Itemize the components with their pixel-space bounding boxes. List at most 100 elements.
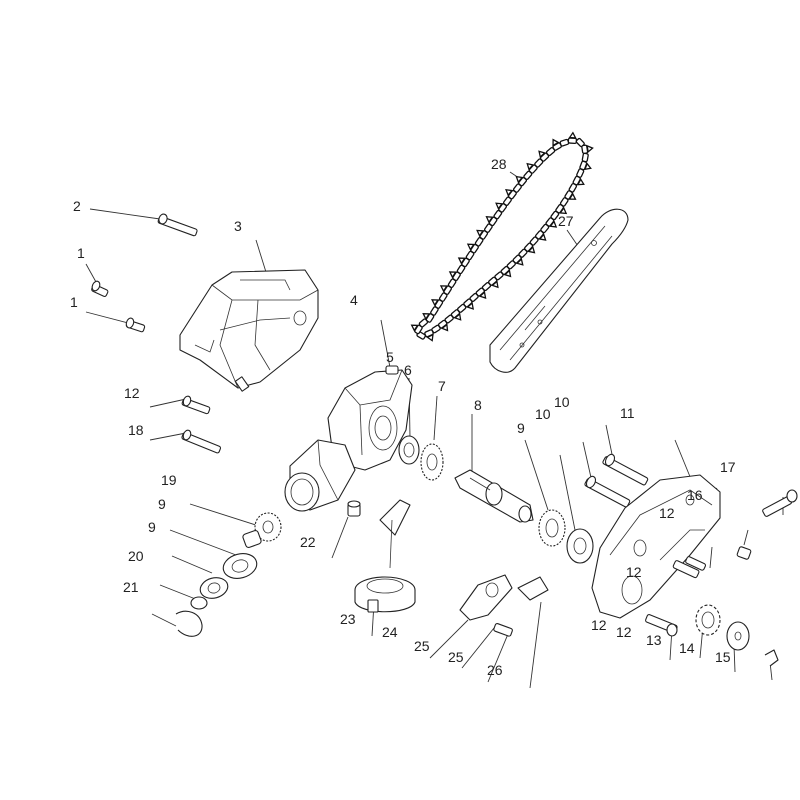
chain-cutter-tooth: [491, 280, 499, 289]
callout-28: 28: [491, 156, 507, 172]
bearing-9-left: [222, 553, 258, 579]
callout-13: 13: [646, 632, 662, 648]
motor-housing: [179, 269, 319, 392]
chain-cutter-tooth: [410, 324, 419, 332]
chain-link: [567, 137, 578, 145]
bearing-6: [398, 435, 420, 465]
screw-12: [181, 395, 211, 415]
chain-cutter-tooth: [527, 245, 536, 254]
chain-cutter-tooth: [478, 291, 487, 299]
callout-12b: 12: [659, 505, 675, 521]
oil-pipe: [379, 499, 411, 569]
callout-22: 22: [300, 534, 316, 550]
bolt-right-12: [672, 556, 707, 579]
callout-12e: 12: [616, 624, 632, 640]
chain-cutter-tooth: [505, 189, 514, 197]
callout-2: 2: [73, 198, 81, 214]
side-cover: [591, 474, 721, 619]
chain-cutter-tooth: [426, 333, 434, 342]
chain-cutter-tooth: [495, 202, 504, 210]
chain-cutter-tooth: [515, 257, 524, 266]
washer-21: [190, 596, 208, 610]
screw-1b: [125, 317, 146, 333]
bearing-20: [199, 577, 229, 599]
chain-cutter-tooth: [466, 243, 475, 251]
screw-11a: [602, 453, 649, 486]
callout-24: 24: [382, 624, 398, 640]
nut-16: [736, 546, 752, 560]
clutch-14: [695, 604, 721, 636]
chain-cutter-tooth: [576, 177, 585, 186]
callout-9c: 9: [148, 519, 156, 535]
screw-18: [181, 429, 222, 454]
chain-cutter-tooth: [515, 175, 524, 184]
callout-23: 23: [340, 611, 356, 627]
chain-cutter-tooth: [538, 233, 547, 241]
chain-cutter-tooth: [559, 206, 568, 215]
washer-15: [726, 621, 750, 651]
bolt-17: [762, 489, 798, 517]
callout-labels: 1 1 2 3 4 5 6 7 8 9 9 9 10 10 11 12 12 1…: [70, 156, 736, 678]
callout-21: 21: [123, 579, 139, 595]
callout-16: 16: [687, 487, 703, 503]
chain-cutter-tooth: [526, 162, 535, 171]
callout-11: 11: [620, 405, 635, 421]
chain-link: [418, 318, 429, 328]
callout-10b: 10: [554, 394, 570, 410]
callout-26: 26: [487, 662, 503, 678]
callout-7: 7: [438, 378, 446, 394]
tensioner-25: [459, 574, 549, 621]
chain-cutter-tooth: [476, 229, 485, 238]
callout-3: 3: [234, 218, 242, 234]
callout-9a: 9: [517, 420, 525, 436]
nipple-22: [347, 500, 361, 517]
callout-1b: 1: [70, 294, 78, 310]
chain-cutter-tooth: [503, 269, 512, 278]
chain-cutter-tooth: [466, 301, 475, 310]
circlip: [175, 610, 203, 637]
chain-cutter-tooth: [568, 131, 577, 139]
chain-cutter-tooth: [485, 216, 494, 224]
chain-cutter-tooth: [583, 162, 592, 171]
guide-bar: [489, 208, 629, 373]
callout-4: 4: [350, 292, 358, 308]
oil-cap-24: [354, 576, 416, 613]
callout-25a: 25: [414, 638, 430, 654]
screw-2: [157, 213, 198, 237]
callout-27: 27: [558, 213, 574, 229]
chain-cutter-tooth: [586, 144, 594, 154]
screw-11b: [584, 475, 631, 508]
screw-13: [645, 614, 678, 637]
callout-19: 19: [161, 472, 177, 488]
chain-cutter-tooth: [422, 313, 431, 321]
chain-cutter-tooth: [538, 150, 546, 159]
callout-17: 17: [720, 459, 736, 475]
callout-1a: 1: [77, 245, 85, 261]
chain-cutter-tooth: [439, 285, 448, 293]
chain-cutter-tooth: [549, 220, 558, 228]
output-shaft: [454, 469, 534, 523]
chain-cutter-tooth: [431, 299, 440, 307]
pin-26: [493, 623, 513, 637]
callout-5: 5: [386, 349, 394, 365]
callout-12d: 12: [591, 617, 607, 633]
chain-cutter-tooth: [440, 323, 449, 332]
callout-9b: 9: [158, 496, 166, 512]
gear-housing: [284, 365, 413, 512]
bearing-10: [566, 528, 594, 564]
callout-14: 14: [679, 640, 695, 656]
callout-25b: 25: [448, 649, 464, 665]
saw-chain: [410, 131, 594, 342]
chain-cutter-tooth: [457, 257, 466, 265]
callout-15: 15: [715, 649, 731, 665]
callout-20: 20: [128, 548, 144, 564]
callout-6: 6: [404, 362, 412, 378]
chain-cutter-tooth: [552, 138, 560, 147]
chain-cutter-tooth: [453, 312, 462, 321]
chain-cutter-tooth: [448, 271, 457, 279]
sprocket-9: [538, 509, 566, 547]
chain-cutter-tooth: [568, 192, 577, 200]
callout-12c: 12: [626, 564, 642, 580]
